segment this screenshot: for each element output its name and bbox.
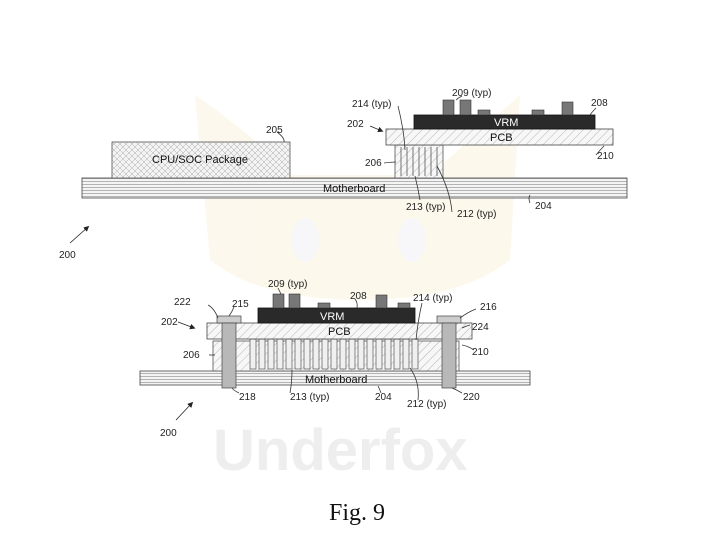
bottom-vrm-label: VRM [320,311,344,323]
top-ref-209: 209 (typ) [452,88,491,99]
top-components [442,99,574,116]
top-ref-210: 210 [597,151,614,162]
bottom-ref-202: 202 [161,317,178,328]
bolt-shaft-218 [221,322,237,389]
top-cpu-label: CPU/SOC Package [152,154,248,166]
bottom-ref-212: 212 (typ) [407,399,446,410]
top-pins [400,147,438,176]
bottom-ref-213: 213 (typ) [290,392,329,403]
top-ref-200: 200 [59,250,76,261]
top-pcb-label: PCB [490,132,513,144]
top-ref-212: 212 (typ) [457,209,496,220]
top-motherboard [81,177,628,199]
top-vrm-label: VRM [494,117,518,129]
bottom-pcb-label: PCB [328,326,351,338]
top-ref-213: 213 (typ) [406,202,445,213]
bottom-ref-209: 209 (typ) [268,279,307,290]
top-ref-202: 202 [347,119,364,130]
bolt-head-215 [216,315,242,324]
bottom-ref-200: 200 [160,428,177,439]
bottom-ref-220: 220 [463,392,480,403]
top-ref-205: 205 [266,125,283,136]
top-ref-206: 206 [365,158,382,169]
top-ref-204: 204 [535,201,552,212]
bottom-components [272,293,411,309]
bottom-ref-206: 206 [183,350,200,361]
bottom-ref-204: 204 [375,392,392,403]
figure-caption: Fig. 9 [329,500,385,526]
top-assembly: Motherboard CPU/SOC Package PCB VRM [59,88,628,261]
bottom-ref-214: 214 (typ) [413,293,452,304]
top-motherboard-label: Motherboard [323,183,385,195]
bottom-motherboard-label: Motherboard [305,374,367,386]
bottom-ref-222: 222 [174,297,191,308]
watermark-text: Underfox [213,418,468,483]
bottom-ref-218: 218 [239,392,256,403]
top-vrm [413,114,596,130]
bottom-ref-215: 215 [232,299,249,310]
bottom-ref-208: 208 [350,291,367,302]
bolt-head-216 [436,315,462,324]
bolt-shaft-220 [441,322,457,389]
top-ref-214: 214 (typ) [352,99,391,110]
bottom-ref-216: 216 [480,302,497,313]
bottom-pins [249,338,419,370]
bottom-vrm [257,307,416,324]
bottom-ref-224: 224 [472,322,489,333]
bottom-ref-210: 210 [472,347,489,358]
top-cpu-package [111,141,291,179]
top-ref-208: 208 [591,98,608,109]
bottom-assembly: Motherboard PCB [139,279,531,439]
